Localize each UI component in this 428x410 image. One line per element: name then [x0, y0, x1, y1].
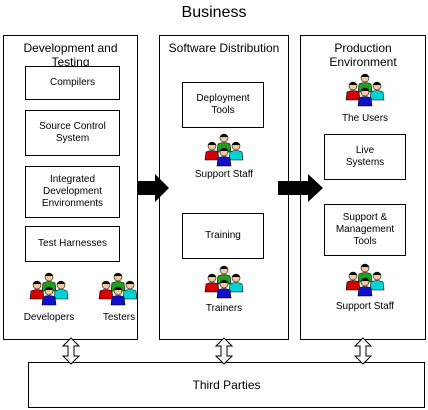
- diagram-title: Business: [181, 4, 247, 21]
- caption-support-staff-dist: Support Staff: [194, 169, 254, 180]
- up-down-arrow-icon: [214, 337, 234, 365]
- caption-support-staff-prod: Support Staff: [335, 301, 395, 312]
- caption-testers: Testers: [102, 312, 136, 323]
- box-test-harnesses: Test Harnesses: [25, 226, 120, 262]
- caption-the-users: The Users: [341, 113, 389, 124]
- box-compilers: Compilers: [25, 66, 120, 100]
- box-ide: Integrated Development Environments: [25, 166, 120, 218]
- caption-developers: Developers: [23, 312, 75, 323]
- people-group-icon: [204, 133, 244, 167]
- people-group-icon: [345, 263, 385, 297]
- right-arrow-icon: [278, 174, 323, 202]
- caption-trainers: Trainers: [205, 303, 243, 314]
- panel-title-development-testing: Development and Testing: [23, 41, 118, 69]
- box-source-control: Source Control System: [25, 110, 120, 156]
- right-arrow-icon: [138, 174, 169, 202]
- people-group-icon: [345, 73, 385, 107]
- people-group-icon: [204, 265, 244, 299]
- box-live-systems: Live Systems: [324, 134, 406, 180]
- box-third-parties: Third Parties: [28, 362, 425, 408]
- panel-title-production-environment: Production Environment: [329, 41, 397, 69]
- people-group-icon: [98, 272, 138, 306]
- box-deployment-tools: Deployment Tools: [182, 82, 264, 128]
- up-down-arrow-icon: [353, 337, 373, 365]
- up-down-arrow-icon: [61, 337, 81, 365]
- panel-title-software-distribution: Software Distribution: [168, 41, 280, 55]
- box-training: Training: [182, 213, 264, 259]
- people-group-icon: [29, 272, 69, 306]
- box-support-management-tools: Support & Management Tools: [324, 204, 406, 256]
